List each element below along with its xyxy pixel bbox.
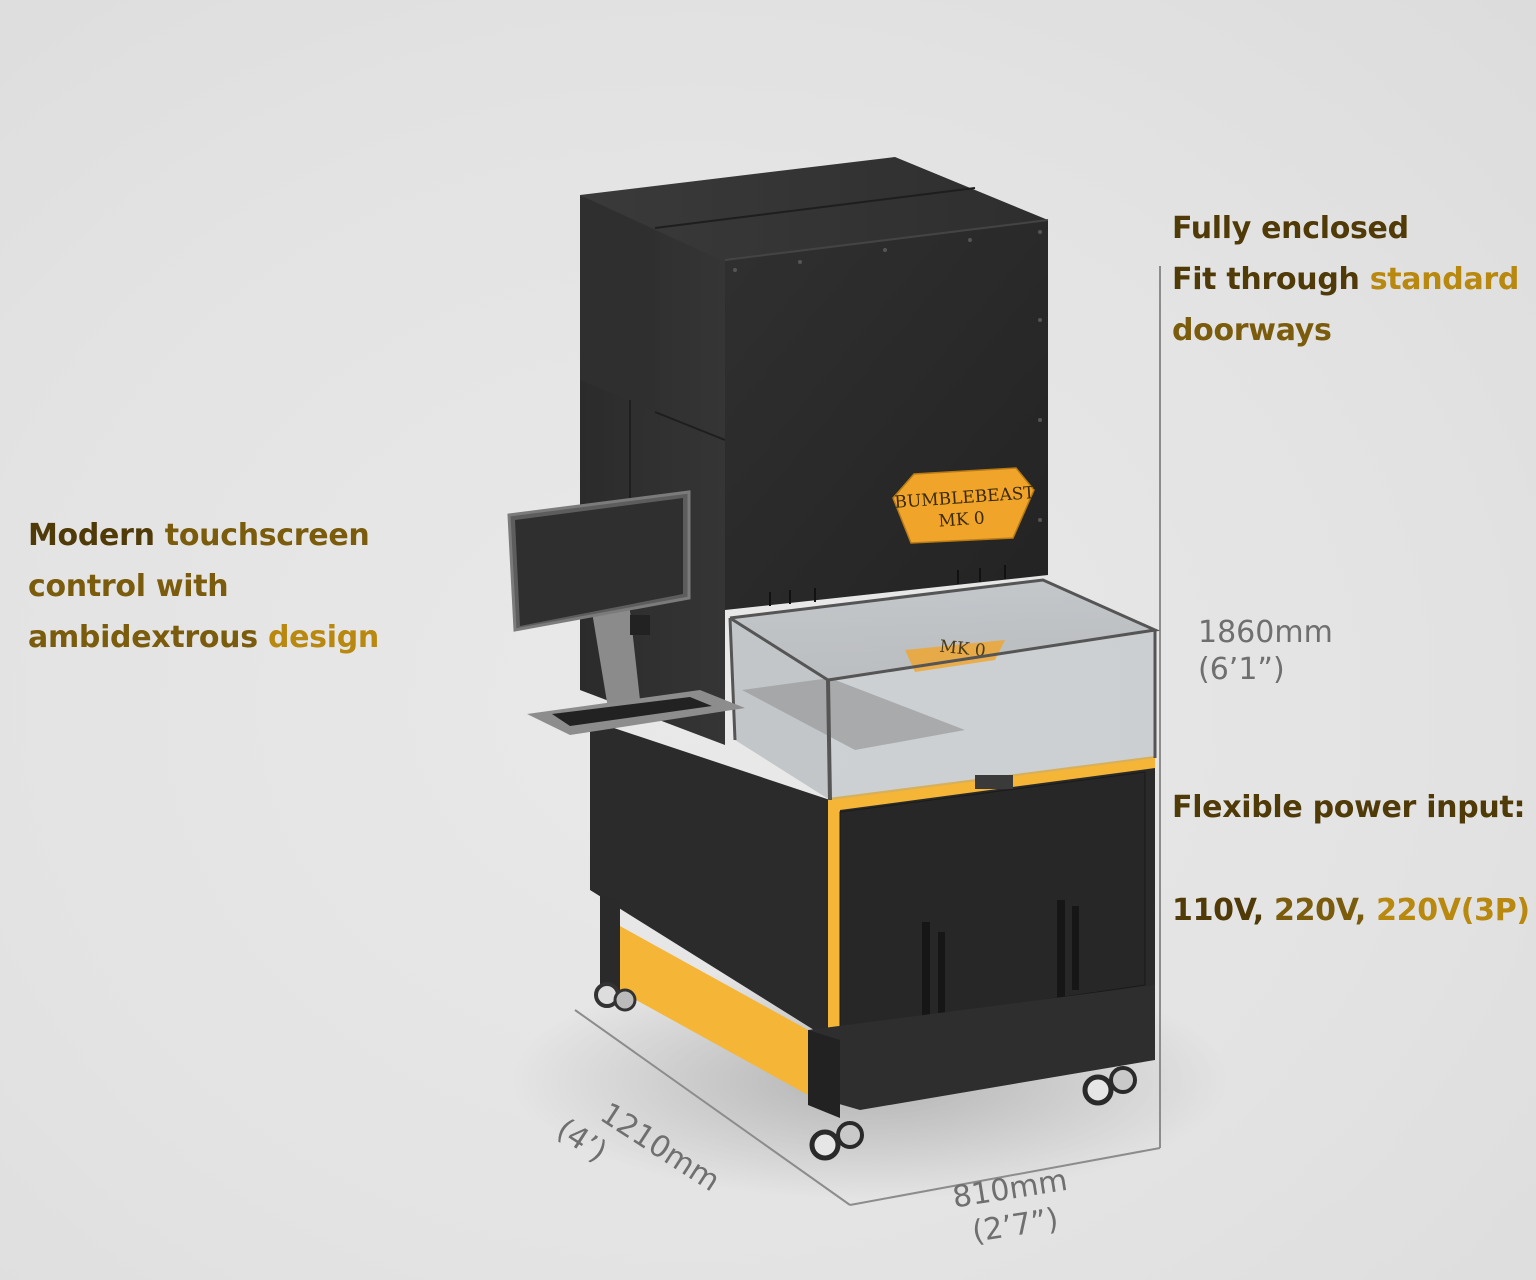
base-side-frame bbox=[600, 895, 620, 1000]
power-v3: 220V bbox=[1376, 893, 1461, 928]
power-v1: 110V bbox=[1172, 893, 1253, 928]
badge-line2: MK 0 bbox=[938, 508, 986, 531]
feature-enclosure-line3: doorways bbox=[1172, 313, 1332, 348]
feature-touchscreen: Modern touchscreen control with ambidext… bbox=[28, 510, 379, 663]
enclosure-line2-a: Fit through bbox=[1172, 262, 1370, 297]
casters bbox=[594, 982, 1137, 1161]
touchscreen-line1-b: touchscreen bbox=[164, 518, 370, 553]
touchscreen-line3-b: design bbox=[267, 620, 379, 655]
tower-vent-ticks bbox=[769, 565, 1006, 606]
touchscreen-line1: Modern touchscreen bbox=[28, 510, 379, 561]
base-side-yellow bbox=[600, 915, 808, 1095]
height-metric: 1860mm bbox=[1198, 615, 1333, 650]
power-v2: 220V bbox=[1274, 893, 1355, 928]
touchscreen-monitor bbox=[507, 490, 691, 720]
touchscreen-line3: ambidextrous design bbox=[28, 612, 379, 663]
bumblebeast-badge: BUMBLEBEAST MK 0 bbox=[892, 467, 1036, 544]
front-door-handles bbox=[922, 900, 1079, 1022]
feature-enclosure: Fully enclosed Fit through standard door… bbox=[1172, 203, 1519, 356]
touchscreen-line3-a: ambidextrous bbox=[28, 620, 268, 655]
base-front bbox=[808, 985, 1155, 1110]
power-sep2: , bbox=[1354, 893, 1377, 928]
tower-top bbox=[580, 157, 1048, 262]
lower-body-side bbox=[590, 720, 830, 1040]
feature-power-voltages: 110V, 220V, 220V(3P) bbox=[1172, 885, 1530, 936]
dimension-height: 1860mm (6’1”) bbox=[1198, 614, 1333, 688]
feature-enclosure-line2: Fit through standard bbox=[1172, 254, 1519, 305]
glass-cover: MK 0 bbox=[728, 578, 1161, 801]
power-sep1: , bbox=[1252, 893, 1275, 928]
feature-power-heading: Flexible power input: bbox=[1172, 790, 1526, 825]
keyboard-tray bbox=[527, 690, 745, 735]
height-imperial: (6’1”) bbox=[1198, 652, 1285, 687]
tower-front-panel bbox=[725, 220, 1048, 610]
feature-enclosure-line1: Fully enclosed bbox=[1172, 211, 1409, 246]
touchscreen-line1-a: Modern bbox=[28, 518, 165, 553]
dimension-lines bbox=[574, 266, 1161, 1206]
tower-upper-left-block bbox=[580, 195, 655, 412]
tower-screws bbox=[733, 230, 1042, 522]
touchscreen-line2: control with bbox=[28, 569, 229, 604]
power-v3-suffix: (3P) bbox=[1460, 893, 1530, 928]
enclosure-line2-b: standard bbox=[1369, 262, 1520, 297]
